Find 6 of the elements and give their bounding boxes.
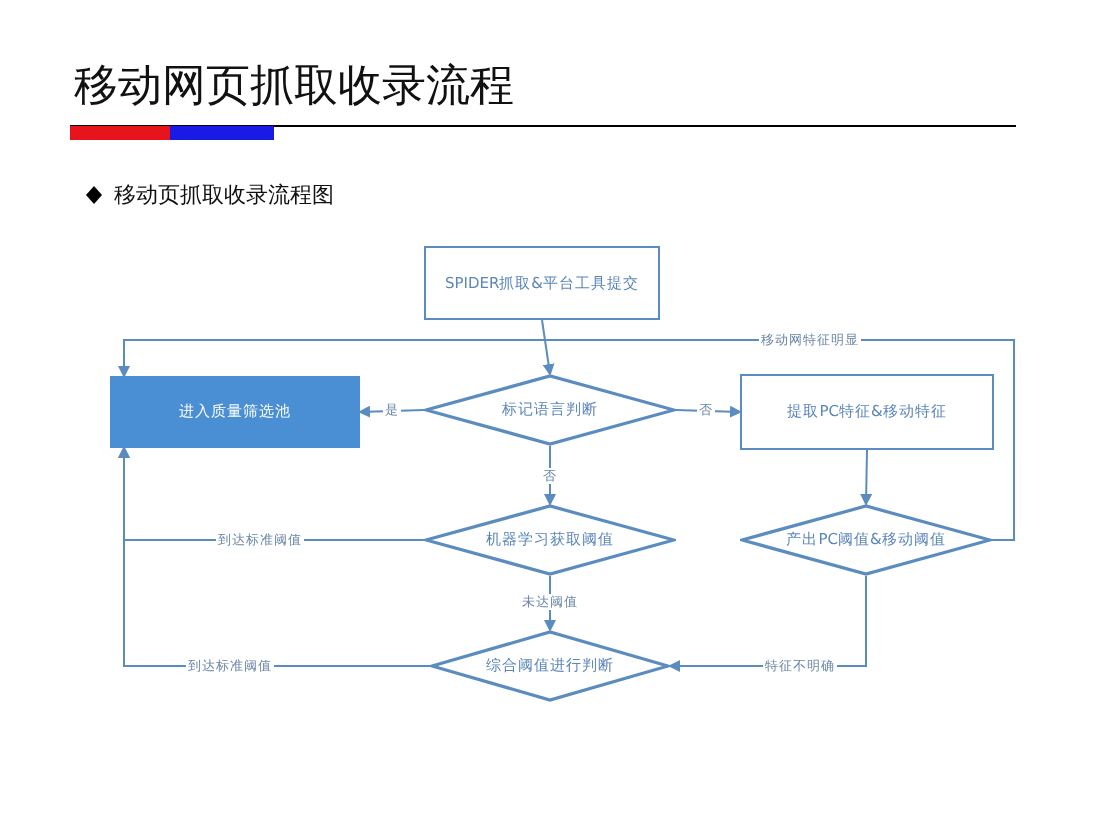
subtitle: 移动页抓取收录流程图 <box>114 184 334 208</box>
title: 移动网页抓取收录流程 <box>74 62 514 114</box>
arrow <box>541 319 555 376</box>
arrow <box>860 449 873 506</box>
arrow <box>358 405 425 418</box>
arrow <box>118 339 1015 541</box>
